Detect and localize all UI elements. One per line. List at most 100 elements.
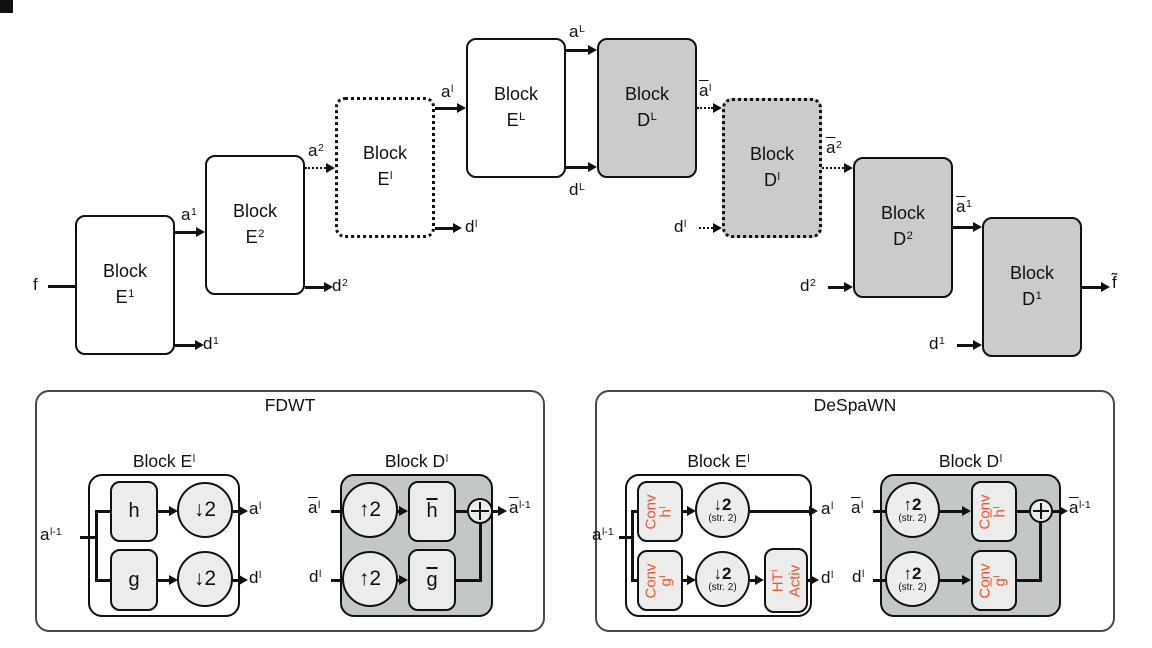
block-eL: Block EL (466, 38, 566, 178)
despawn-up-to-convgbar-head (962, 575, 971, 585)
despawn-up-to-convgbar-line (938, 579, 963, 582)
despawn-convg-to-down-head (687, 575, 696, 585)
despawn-convg-to-down-line (683, 579, 688, 582)
fdwt-up2-label-2: ↑2 (358, 567, 382, 590)
despawn-ht-textwrap: HTl Activ (766, 550, 806, 611)
fdwt-up-to-hbar-head (399, 506, 408, 516)
block-e2: Block E2 (205, 155, 305, 295)
label-d1-in: d1 (929, 334, 945, 353)
despawn-decoder-label: Block Dl (938, 451, 1003, 471)
despawn-label-a-in: al-1 (592, 525, 614, 544)
block-d2-line2: D2 (893, 229, 913, 249)
fdwt-label-d-out: dl (249, 568, 262, 587)
despawn-in-branch-top (631, 510, 639, 513)
fdwt-gbar-route-h (456, 579, 482, 582)
block-e1-line1: Block (102, 260, 147, 281)
label-d2-out: d2 (332, 276, 348, 295)
block-dl-line1: Block (749, 143, 794, 164)
fdwt-up-to-gbar-head (399, 575, 408, 585)
arrow-d2-out-head (324, 282, 333, 292)
arrow-d1-in-line (957, 344, 973, 347)
despawn-d-in-stub (873, 579, 887, 582)
fdwt-title: FDWT (264, 395, 316, 415)
fdwt-gbar-box: g (408, 549, 456, 611)
block-dL-line1: Block (624, 83, 669, 104)
fdwt-downsample-circle-2: ↓2 (177, 551, 233, 607)
arrow-f-in-line (48, 285, 75, 288)
despawn-title: DeSpaWN (813, 395, 897, 415)
fdwt-down2-label-2: ↓2 (193, 567, 217, 590)
despawn-stride-label-1: (str. 2) (708, 513, 737, 524)
fdwt-label-d-in: dl (309, 567, 322, 586)
fdwt-label-abar-out: al-1 (509, 498, 531, 517)
despawn-up2-label-2: ↑2 (903, 564, 922, 583)
arrow-dL-head (588, 162, 597, 172)
block-d2: Block D2 (853, 157, 953, 298)
fdwt-upsample-circle-2: ↑2 (342, 551, 398, 607)
despawn-down2-label-2: ↓2 (713, 564, 732, 583)
block-el-dotted: Block El (335, 97, 435, 238)
arrow-d2-out-line (305, 286, 324, 289)
fdwt-abar-out-head (498, 506, 507, 516)
despawn-label-abar-in: al (851, 498, 864, 517)
fdwt-label-a-out: al (249, 499, 262, 518)
despawn-abar-out-head (1059, 506, 1068, 516)
fdwt-up-to-gbar-line (396, 579, 400, 582)
despawn-abar-in-stub (873, 510, 887, 513)
despawn-conv-hbar-text: Conv hl (977, 494, 1010, 529)
despawn-in-branch-bottom (631, 579, 639, 582)
arrow-d1-out-line (175, 344, 195, 347)
corner-artifact (0, 0, 13, 13)
arrow-a1-line (175, 231, 196, 234)
arrow-abar2-head (844, 163, 853, 173)
fdwt-decoder-label: Block Dl (384, 451, 449, 471)
fdwt-h-to-down-line (158, 510, 169, 513)
despawn-label-d-out: dl (821, 568, 834, 587)
arrow-dL-line (566, 166, 588, 169)
label-abar-l: al (699, 81, 712, 100)
fdwt-in-branch-top (95, 510, 111, 513)
despawn-label-abar-out: al-1 (1069, 498, 1091, 517)
fdwt-in-branch (95, 510, 98, 581)
fdwt-abar-out-line (493, 510, 498, 513)
despawn-up-to-convhbar-head (962, 506, 971, 516)
arrow-a2-dotline (305, 167, 326, 169)
despawn-abar-out-line (1053, 510, 1059, 513)
despawn-conv-gbar-textwrap: Conv gl (973, 552, 1015, 609)
label-abar2: a2 (826, 138, 842, 157)
fdwt-g-to-down-head (169, 575, 178, 585)
fdwt-hbar-box: h (408, 481, 456, 542)
fdwt-upsample-circle-1: ↑2 (342, 482, 398, 538)
despawn-conv-gbar-line2: gl (992, 575, 1009, 586)
despawn-conv-g-text: Conv gl (643, 563, 676, 598)
block-el-line1: Block (362, 143, 407, 163)
arrow-abar1-head (973, 222, 982, 232)
despawn-d-out-head (810, 575, 819, 585)
arrow-a2-head (326, 163, 335, 173)
label-aL: aL (569, 22, 585, 41)
despawn-conv-hbar-box: Conv hl (971, 481, 1017, 542)
despawn-up-to-convhbar-line (938, 510, 963, 513)
despawn-ht-line2: Activ (785, 564, 803, 597)
despawn-conv-hbar-line2: hl (992, 506, 1009, 517)
despawn-conv-hbar-textwrap: Conv hl (973, 483, 1015, 540)
despawn-conv-g-line2: gl (658, 575, 675, 586)
block-el-line2: El (377, 169, 393, 189)
despawn-d-out-line (808, 579, 810, 582)
block-d1: Block D1 (982, 217, 1082, 357)
block-dL: Block DL (597, 38, 697, 178)
fdwt-in-stub (80, 536, 97, 539)
arrow-dl-in-head (713, 223, 722, 233)
despawn-down-to-ht-line (750, 579, 756, 582)
despawn-ht-line1: HTl (768, 569, 786, 592)
label-f-input: f (33, 275, 38, 294)
fdwt-up-to-hbar-line (396, 510, 400, 513)
fdwt-g-box: g (110, 549, 158, 611)
block-e1-line2: E1 (115, 286, 135, 307)
label-al-out: al (441, 82, 454, 101)
fdwt-down2-label-1: ↓2 (193, 498, 217, 521)
despawn-upsample-circle-1: ↑2 (str. 2) (885, 482, 940, 538)
despawn-convh-to-down-line (683, 510, 688, 513)
despawn-upsample-circle-2: ↑2 (str. 2) (885, 551, 940, 607)
arrow-abar2-dotline (822, 167, 844, 169)
